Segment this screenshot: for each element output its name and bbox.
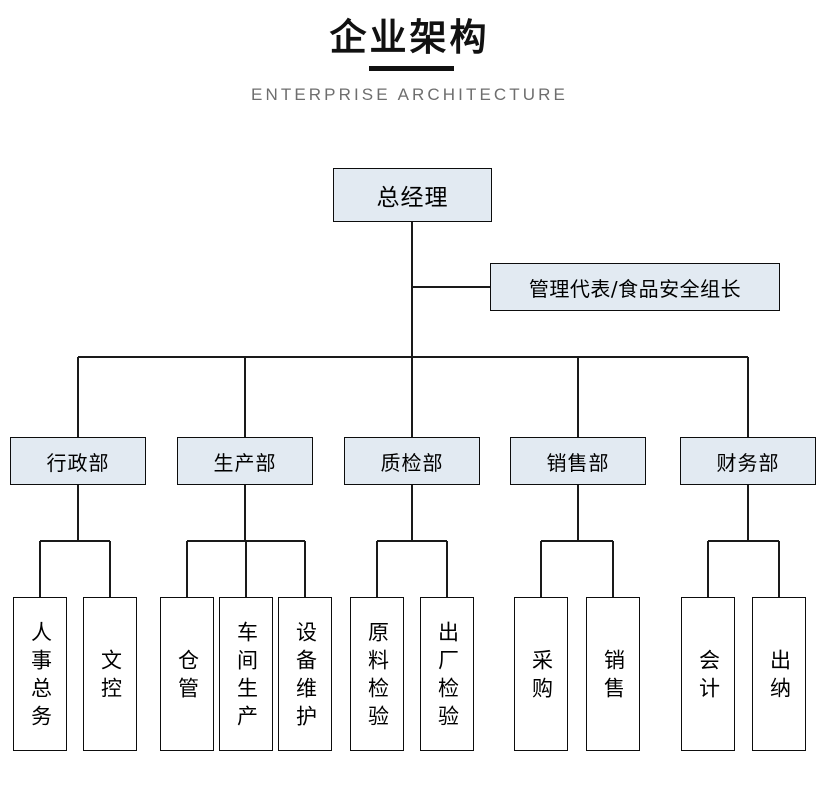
- node-team-3-2-label: 出厂检验: [435, 621, 460, 733]
- node-department-1[interactable]: 行政部: [10, 437, 146, 485]
- node-team-3-2[interactable]: 出厂检验: [420, 597, 474, 751]
- node-department-3-label: 质检部: [380, 450, 444, 475]
- node-department-1-label: 行政部: [46, 450, 110, 475]
- node-root[interactable]: 总经理: [333, 168, 492, 222]
- node-team-3-1-label: 原料检验: [365, 621, 390, 733]
- node-team-4-1-label: 采购: [529, 649, 554, 705]
- node-root-label: 总经理: [376, 185, 449, 211]
- node-department-5[interactable]: 财务部: [680, 437, 816, 485]
- node-team-1-1-label: 人事总务: [28, 621, 53, 733]
- node-team-2-2-label: 车间生产: [234, 621, 259, 733]
- node-team-5-1-label: 会计: [696, 649, 721, 705]
- page-subtitle: ENTERPRISE ARCHITECTURE: [251, 85, 568, 104]
- node-team-3-1[interactable]: 原料检验: [350, 597, 404, 751]
- node-team-2-3-label: 设备维护: [293, 621, 318, 733]
- node-department-4-label: 销售部: [546, 450, 610, 475]
- page-title: 企业架构: [329, 16, 490, 59]
- node-team-2-1[interactable]: 仓管: [160, 597, 214, 751]
- node-department-5-label: 财务部: [716, 450, 780, 475]
- node-department-2-label: 生产部: [213, 450, 277, 475]
- node-team-1-2-label: 文控: [98, 649, 123, 705]
- node-team-4-2-label: 销售: [601, 649, 626, 705]
- node-team-1-2[interactable]: 文控: [83, 597, 137, 751]
- node-department-2[interactable]: 生产部: [177, 437, 313, 485]
- title-underline-rule: [369, 66, 454, 71]
- node-team-2-1-label: 仓管: [175, 649, 200, 705]
- node-team-1-1[interactable]: 人事总务: [13, 597, 67, 751]
- node-team-4-1[interactable]: 采购: [514, 597, 568, 751]
- node-team-5-2-label: 出纳: [767, 649, 792, 705]
- node-staff-representative-label: 管理代表/食品安全组长: [528, 276, 742, 301]
- node-team-5-1[interactable]: 会计: [681, 597, 735, 751]
- node-department-3[interactable]: 质检部: [344, 437, 480, 485]
- node-team-5-2[interactable]: 出纳: [752, 597, 806, 751]
- node-team-2-2[interactable]: 车间生产: [219, 597, 273, 751]
- node-staff-representative[interactable]: 管理代表/食品安全组长: [490, 263, 780, 311]
- node-team-2-3[interactable]: 设备维护: [278, 597, 332, 751]
- node-department-4[interactable]: 销售部: [510, 437, 646, 485]
- node-team-4-2[interactable]: 销售: [586, 597, 640, 751]
